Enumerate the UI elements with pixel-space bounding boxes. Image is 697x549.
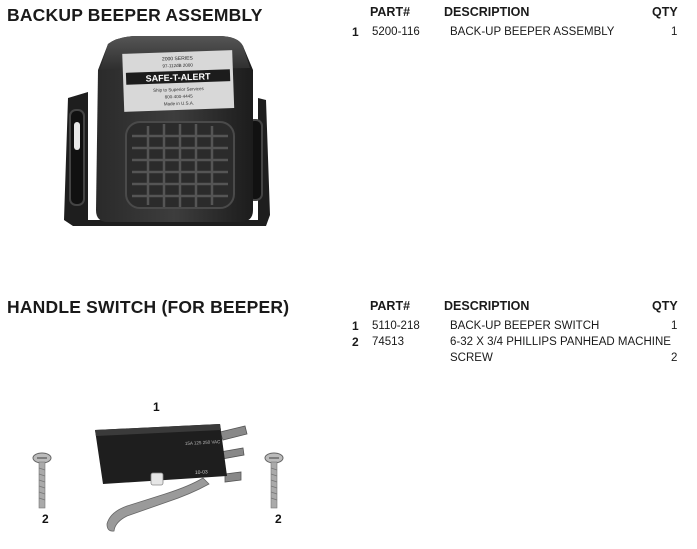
- callout-switch: 1: [153, 400, 160, 414]
- callout-screw-left: 2: [42, 512, 49, 526]
- header-part: PART#: [370, 299, 411, 313]
- beeper-rating-text: 97-112dB 2000: [162, 62, 193, 68]
- beeper-small-text-2: 800-400-4445: [165, 93, 194, 99]
- switch-rating-text: 15A 125 250 VAC: [185, 439, 221, 446]
- row-number: 1: [352, 319, 359, 333]
- micro-switch: 15A 125 250 VAC 10-03: [95, 424, 248, 532]
- row-qty: 1: [671, 26, 678, 38]
- header-description: DESCRIPTION: [444, 5, 530, 19]
- row-description: 6-32 X 3/4 PHILLIPS PANHEAD MACHINE: [450, 336, 671, 348]
- row-part-number: 5200-116: [372, 26, 420, 38]
- handle-switch-image: 1 2 2: [15, 390, 305, 545]
- row-number: 2: [352, 335, 359, 349]
- beeper-brand-logo: SAFE-T-ALERT: [145, 71, 211, 83]
- header-qty: QTY: [652, 299, 678, 313]
- beeper-small-text-1: Ship to Superior Services: [153, 86, 205, 93]
- beeper-series-text: 2000 SERIES: [162, 55, 194, 62]
- row-qty: 1: [671, 320, 678, 332]
- section-title-backup-beeper: BACKUP BEEPER ASSEMBLY: [7, 5, 263, 25]
- header-qty: QTY: [652, 5, 678, 19]
- row-part-number: 74513: [372, 336, 404, 348]
- row-qty: 2: [671, 352, 678, 364]
- row-description-continued: SCREW: [450, 352, 493, 364]
- beeper-made-text: Made in U.S.A.: [164, 100, 194, 106]
- row-description: BACK-UP BEEPER ASSEMBLY: [450, 26, 615, 38]
- row-description: BACK-UP BEEPER SWITCH: [450, 320, 600, 332]
- row-number: 1: [352, 25, 359, 39]
- switch-code-text: 10-03: [195, 469, 208, 476]
- section-title-handle-switch: HANDLE SWITCH (FOR BEEPER): [7, 297, 290, 317]
- screw-left: [32, 452, 52, 509]
- beeper-assembly-image: 2000 SERIES 97-112dB 2000 SAFE-T-ALERT S…: [28, 30, 283, 265]
- callout-screw-right: 2: [275, 512, 282, 526]
- row-part-number: 5110-218: [372, 320, 420, 332]
- screw-right: [264, 452, 284, 509]
- header-description: DESCRIPTION: [444, 299, 530, 313]
- header-part: PART#: [370, 5, 411, 19]
